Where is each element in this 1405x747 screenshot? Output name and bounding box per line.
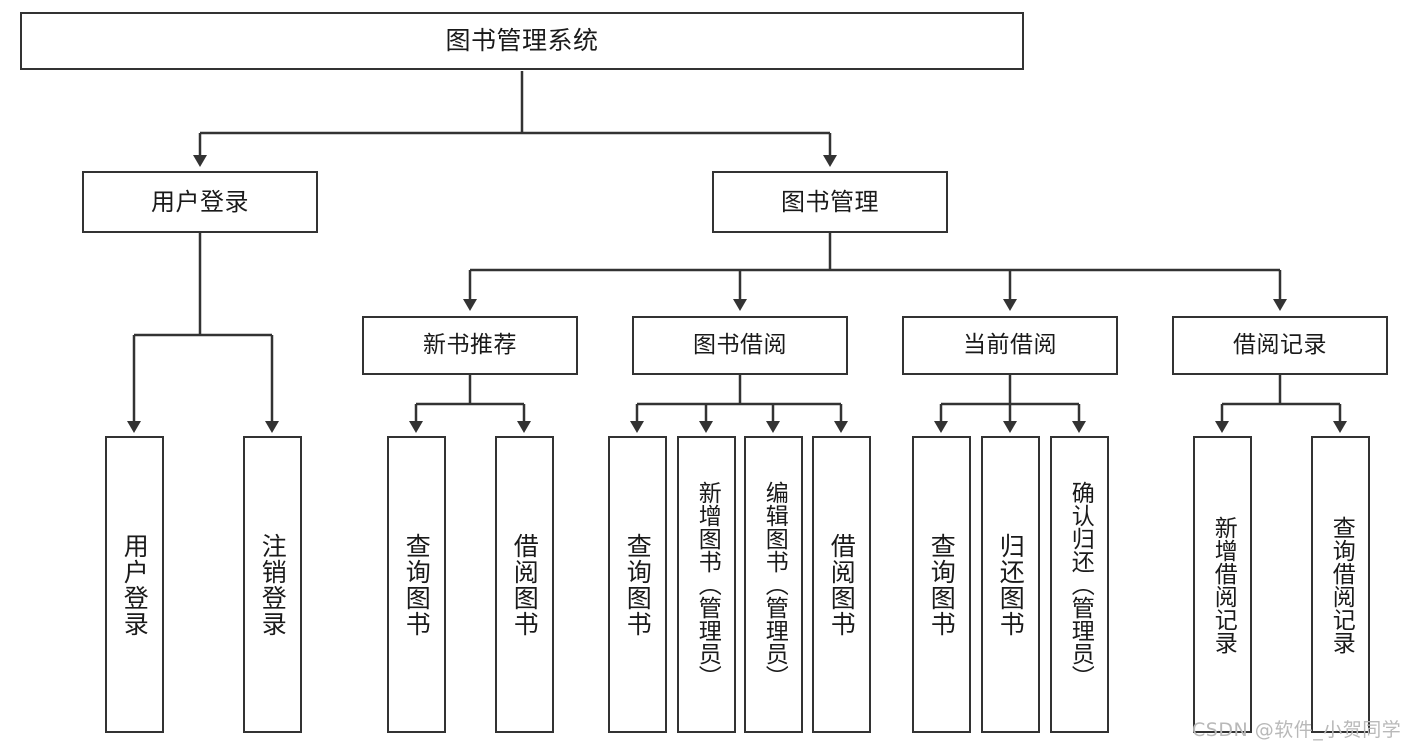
leaf-query-book-current[interactable]: 查询图书 [912,436,971,733]
leaf-query-book-recommend-label: 查询图书 [402,532,432,637]
node-book-management[interactable]: 图书管理 [712,171,948,233]
leaf-user-login-label: 用户登录 [120,532,150,637]
leaf-edit-book-admin-label: 编辑图书（管理员） [761,481,788,688]
csdn-watermark: CSDN @软件_小贺同学 [1192,719,1402,741]
leaf-query-book-current-label: 查询图书 [927,532,957,637]
node-current-borrow-label: 当前借阅 [963,331,1057,358]
leaf-borrow-book-label: 借阅图书 [827,532,857,637]
node-borrow-record[interactable]: 借阅记录 [1172,316,1388,375]
leaf-add-borrow-record-label: 新增借阅记录 [1210,515,1237,654]
node-book-borrow[interactable]: 图书借阅 [632,316,848,375]
leaf-logout-label: 注销登录 [258,532,288,637]
leaf-add-book-admin-label: 新增图书（管理员） [694,481,721,688]
leaf-add-borrow-record[interactable]: 新增借阅记录 [1193,436,1252,733]
leaf-query-book-recommend[interactable]: 查询图书 [387,436,446,733]
node-current-borrow[interactable]: 当前借阅 [902,316,1118,375]
leaf-return-book[interactable]: 归还图书 [981,436,1040,733]
leaf-user-login[interactable]: 用户登录 [105,436,164,733]
leaf-add-book-admin[interactable]: 新增图书（管理员） [677,436,736,733]
node-book-management-label: 图书管理 [781,187,879,216]
leaf-logout[interactable]: 注销登录 [243,436,302,733]
node-root[interactable]: 图书管理系统 [20,12,1024,70]
leaf-query-borrow-record-label: 查询借阅记录 [1328,515,1355,654]
leaf-edit-book-admin[interactable]: 编辑图书（管理员） [744,436,803,733]
leaf-query-book-borrow-label: 查询图书 [623,532,653,637]
leaf-confirm-return-admin-label: 确认归还（管理员） [1067,481,1094,688]
leaf-query-book-borrow[interactable]: 查询图书 [608,436,667,733]
node-user-login[interactable]: 用户登录 [82,171,318,233]
node-book-borrow-label: 图书借阅 [693,331,787,358]
node-borrow-record-label: 借阅记录 [1233,331,1327,358]
leaf-query-borrow-record[interactable]: 查询借阅记录 [1311,436,1370,733]
leaf-return-book-label: 归还图书 [996,532,1026,637]
leaf-borrow-book-recommend[interactable]: 借阅图书 [495,436,554,733]
leaf-borrow-book-recommend-label: 借阅图书 [510,532,540,637]
leaf-borrow-book[interactable]: 借阅图书 [812,436,871,733]
node-root-label: 图书管理系统 [445,26,599,56]
node-user-login-label: 用户登录 [151,187,249,216]
node-new-book-recommend[interactable]: 新书推荐 [362,316,578,375]
node-new-book-recommend-label: 新书推荐 [423,331,517,358]
leaf-confirm-return-admin[interactable]: 确认归还（管理员） [1050,436,1109,733]
